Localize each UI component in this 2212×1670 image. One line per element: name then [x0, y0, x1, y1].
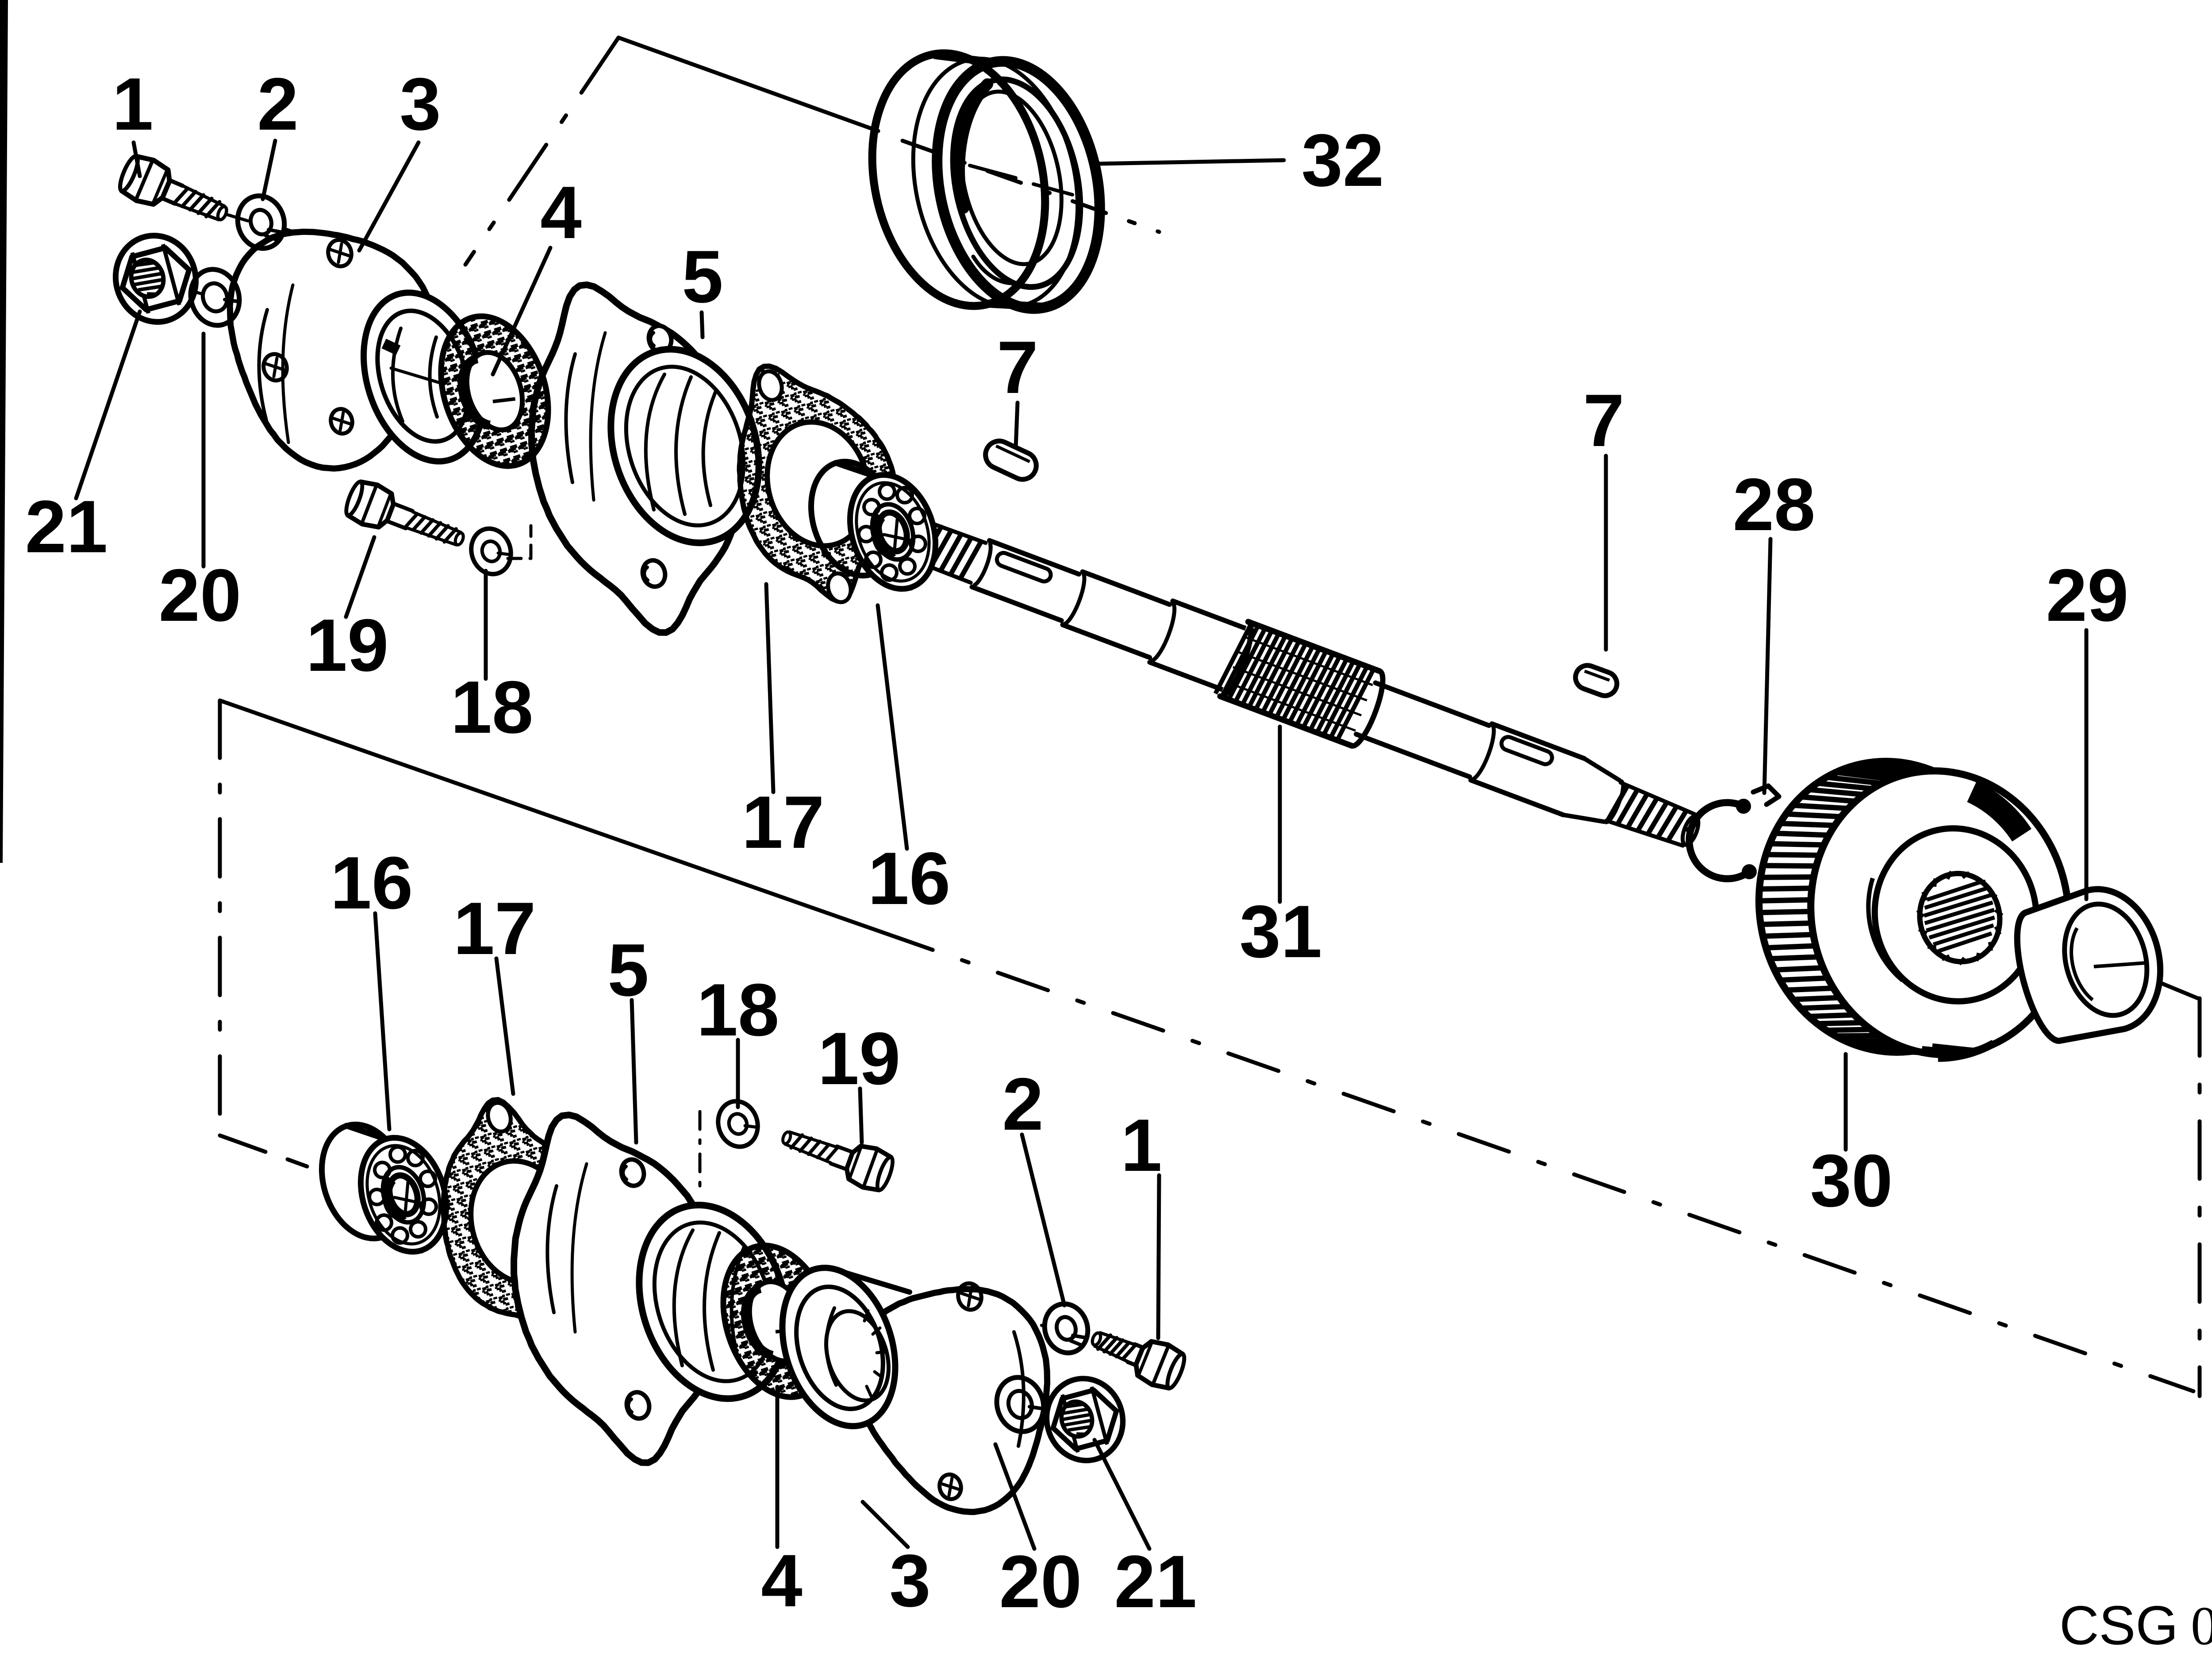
svg-text:18: 18 — [451, 666, 534, 749]
svg-text:CSG: CSG — [2059, 1595, 2178, 1656]
svg-text:20: 20 — [159, 554, 242, 637]
svg-text:16: 16 — [868, 837, 951, 920]
svg-text:4: 4 — [540, 171, 581, 254]
svg-text:18: 18 — [697, 968, 780, 1051]
svg-text:17: 17 — [453, 887, 536, 970]
svg-text:29: 29 — [2046, 554, 2129, 637]
svg-text:28: 28 — [1733, 463, 1816, 546]
svg-text:5: 5 — [607, 928, 649, 1012]
svg-text:2: 2 — [1002, 1062, 1043, 1146]
svg-text:1: 1 — [1121, 1104, 1162, 1187]
svg-text:17: 17 — [742, 781, 825, 864]
svg-text:3: 3 — [889, 1539, 930, 1622]
svg-text:2: 2 — [257, 62, 298, 146]
svg-text:19: 19 — [818, 1017, 901, 1100]
svg-text:4: 4 — [761, 1539, 802, 1622]
svg-text:30: 30 — [1810, 1139, 1893, 1222]
svg-text:3: 3 — [399, 62, 441, 146]
svg-text:19: 19 — [306, 604, 389, 687]
svg-text:21: 21 — [1114, 1540, 1197, 1623]
svg-text:5: 5 — [682, 235, 723, 318]
svg-text:7: 7 — [997, 326, 1038, 409]
svg-text:16: 16 — [330, 841, 413, 924]
svg-text:21: 21 — [25, 485, 108, 568]
svg-text:07/06: 07/06 — [2191, 1596, 2212, 1656]
svg-text:31: 31 — [1240, 890, 1322, 973]
svg-text:1: 1 — [112, 62, 153, 146]
svg-text:7: 7 — [1583, 379, 1624, 462]
svg-text:20: 20 — [999, 1540, 1082, 1623]
svg-text:32: 32 — [1302, 119, 1384, 202]
